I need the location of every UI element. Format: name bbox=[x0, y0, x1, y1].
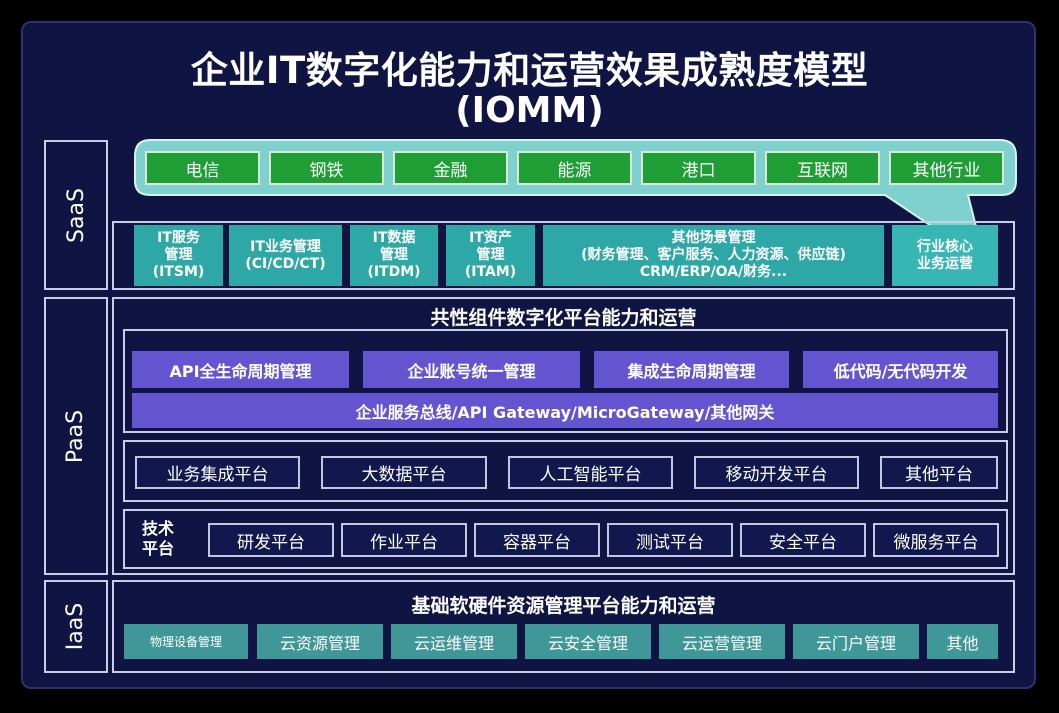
cloud-ops-management: 云运维管理 bbox=[391, 624, 517, 659]
diagram-subtitle: (IOMM) bbox=[455, 90, 604, 131]
iaas-frame bbox=[112, 580, 1015, 673]
account-management-box: 企业账号统一管理 bbox=[363, 351, 580, 388]
security-platform: 安全平台 bbox=[740, 523, 866, 557]
industry-energy: 能源 bbox=[517, 151, 632, 185]
rd-platform: 研发平台 bbox=[208, 523, 334, 557]
industry-telecom: 电信 bbox=[145, 151, 260, 185]
iaas-layer-label: IaaS bbox=[44, 580, 108, 673]
saas-itam: IT资产 管理 (ITAM) bbox=[446, 225, 535, 286]
saas-frame bbox=[112, 221, 1015, 290]
iaas-other: 其他 bbox=[927, 624, 998, 659]
low-code-box: 低代码/无代码开发 bbox=[803, 351, 998, 388]
operation-platform: 作业平台 bbox=[341, 523, 467, 557]
microservice-platform: 微服务平台 bbox=[873, 523, 999, 557]
saas-itsm: IT服务 管理 (ITSM) bbox=[134, 225, 223, 286]
cloud-resource-management: 云资源管理 bbox=[257, 624, 383, 659]
cloud-security-management: 云安全管理 bbox=[525, 624, 651, 659]
big-data-platform: 大数据平台 bbox=[321, 456, 487, 489]
saas-itdm: IT数据 管理 (ITDM) bbox=[350, 225, 438, 286]
mobile-dev-platform: 移动开发平台 bbox=[694, 456, 859, 489]
test-platform: 测试平台 bbox=[607, 523, 733, 557]
saas-layer-label: SaaS bbox=[44, 140, 108, 290]
integration-lifecycle-box: 集成生命周期管理 bbox=[594, 351, 789, 388]
other-platform: 其他平台 bbox=[880, 456, 998, 489]
api-lifecycle-box: API全生命周期管理 bbox=[132, 351, 349, 388]
business-integration-platform: 业务集成平台 bbox=[135, 456, 300, 489]
cloud-operation-management: 云运营管理 bbox=[659, 624, 785, 659]
paas-common-frame bbox=[123, 329, 1008, 433]
container-platform: 容器平台 bbox=[474, 523, 600, 557]
industry-internet: 互联网 bbox=[765, 151, 880, 185]
saas-it-business: IT业务管理 (CI/CD/CT) bbox=[229, 225, 342, 286]
tech-platform-frame bbox=[123, 509, 1008, 569]
industry-finance: 金融 bbox=[393, 151, 508, 185]
ai-platform: 人工智能平台 bbox=[508, 456, 673, 489]
cloud-portal-management: 云门户管理 bbox=[793, 624, 919, 659]
industry-steel: 钢铁 bbox=[269, 151, 384, 185]
tech-platform-label: 技术 平台 bbox=[141, 519, 174, 558]
paas-layer-label: PaaS bbox=[44, 297, 108, 575]
paas-platform-frame bbox=[123, 440, 1008, 502]
paas-frame bbox=[112, 297, 1015, 575]
diagram-title: 企业IT数字化能力和运营效果成熟度模型 bbox=[190, 49, 869, 92]
physical-device-management: 物理设备管理 bbox=[124, 624, 248, 659]
service-bus-box: 企业服务总线/API Gateway/MicroGateway/其他网关 bbox=[132, 393, 998, 428]
industry-other: 其他行业 bbox=[889, 151, 1004, 185]
industry-port: 港口 bbox=[641, 151, 756, 185]
paas-header: 共性组件数字化平台能力和运营 bbox=[430, 307, 697, 329]
saas-other-scenarios: 其他场景管理 (财务管理、客户服务、人力资源、供应链) CRM/ERP/OA/财… bbox=[543, 225, 884, 286]
saas-industry-core: 行业核心 业务运营 bbox=[892, 225, 998, 286]
iaas-header: 基础软硬件资源管理平台能力和运营 bbox=[411, 595, 716, 617]
